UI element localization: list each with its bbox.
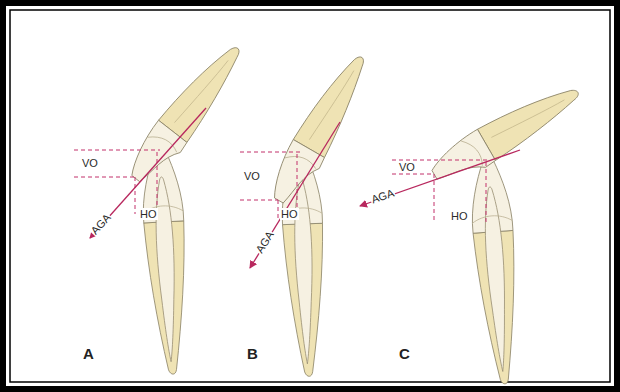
panel-c bbox=[360, 77, 587, 386]
axis-label: AGA bbox=[369, 186, 397, 206]
panel-a bbox=[74, 37, 253, 375]
panel-b bbox=[240, 48, 378, 377]
panel-letter: B bbox=[246, 346, 259, 362]
dimension-label: VO bbox=[81, 157, 99, 169]
frame bbox=[3, 3, 617, 389]
dimension-label: HO bbox=[139, 208, 158, 220]
frame-inner bbox=[10, 10, 610, 382]
panel-letter: C bbox=[398, 346, 411, 362]
dimension-label: VO bbox=[243, 170, 261, 182]
axis-label: AGA bbox=[253, 228, 277, 256]
dimension-label: VO bbox=[398, 161, 416, 173]
panel-letter: A bbox=[82, 346, 95, 362]
axis-label: AGA bbox=[88, 211, 114, 238]
dimension-label: HO bbox=[450, 210, 469, 222]
dimension-label: HO bbox=[280, 208, 299, 220]
